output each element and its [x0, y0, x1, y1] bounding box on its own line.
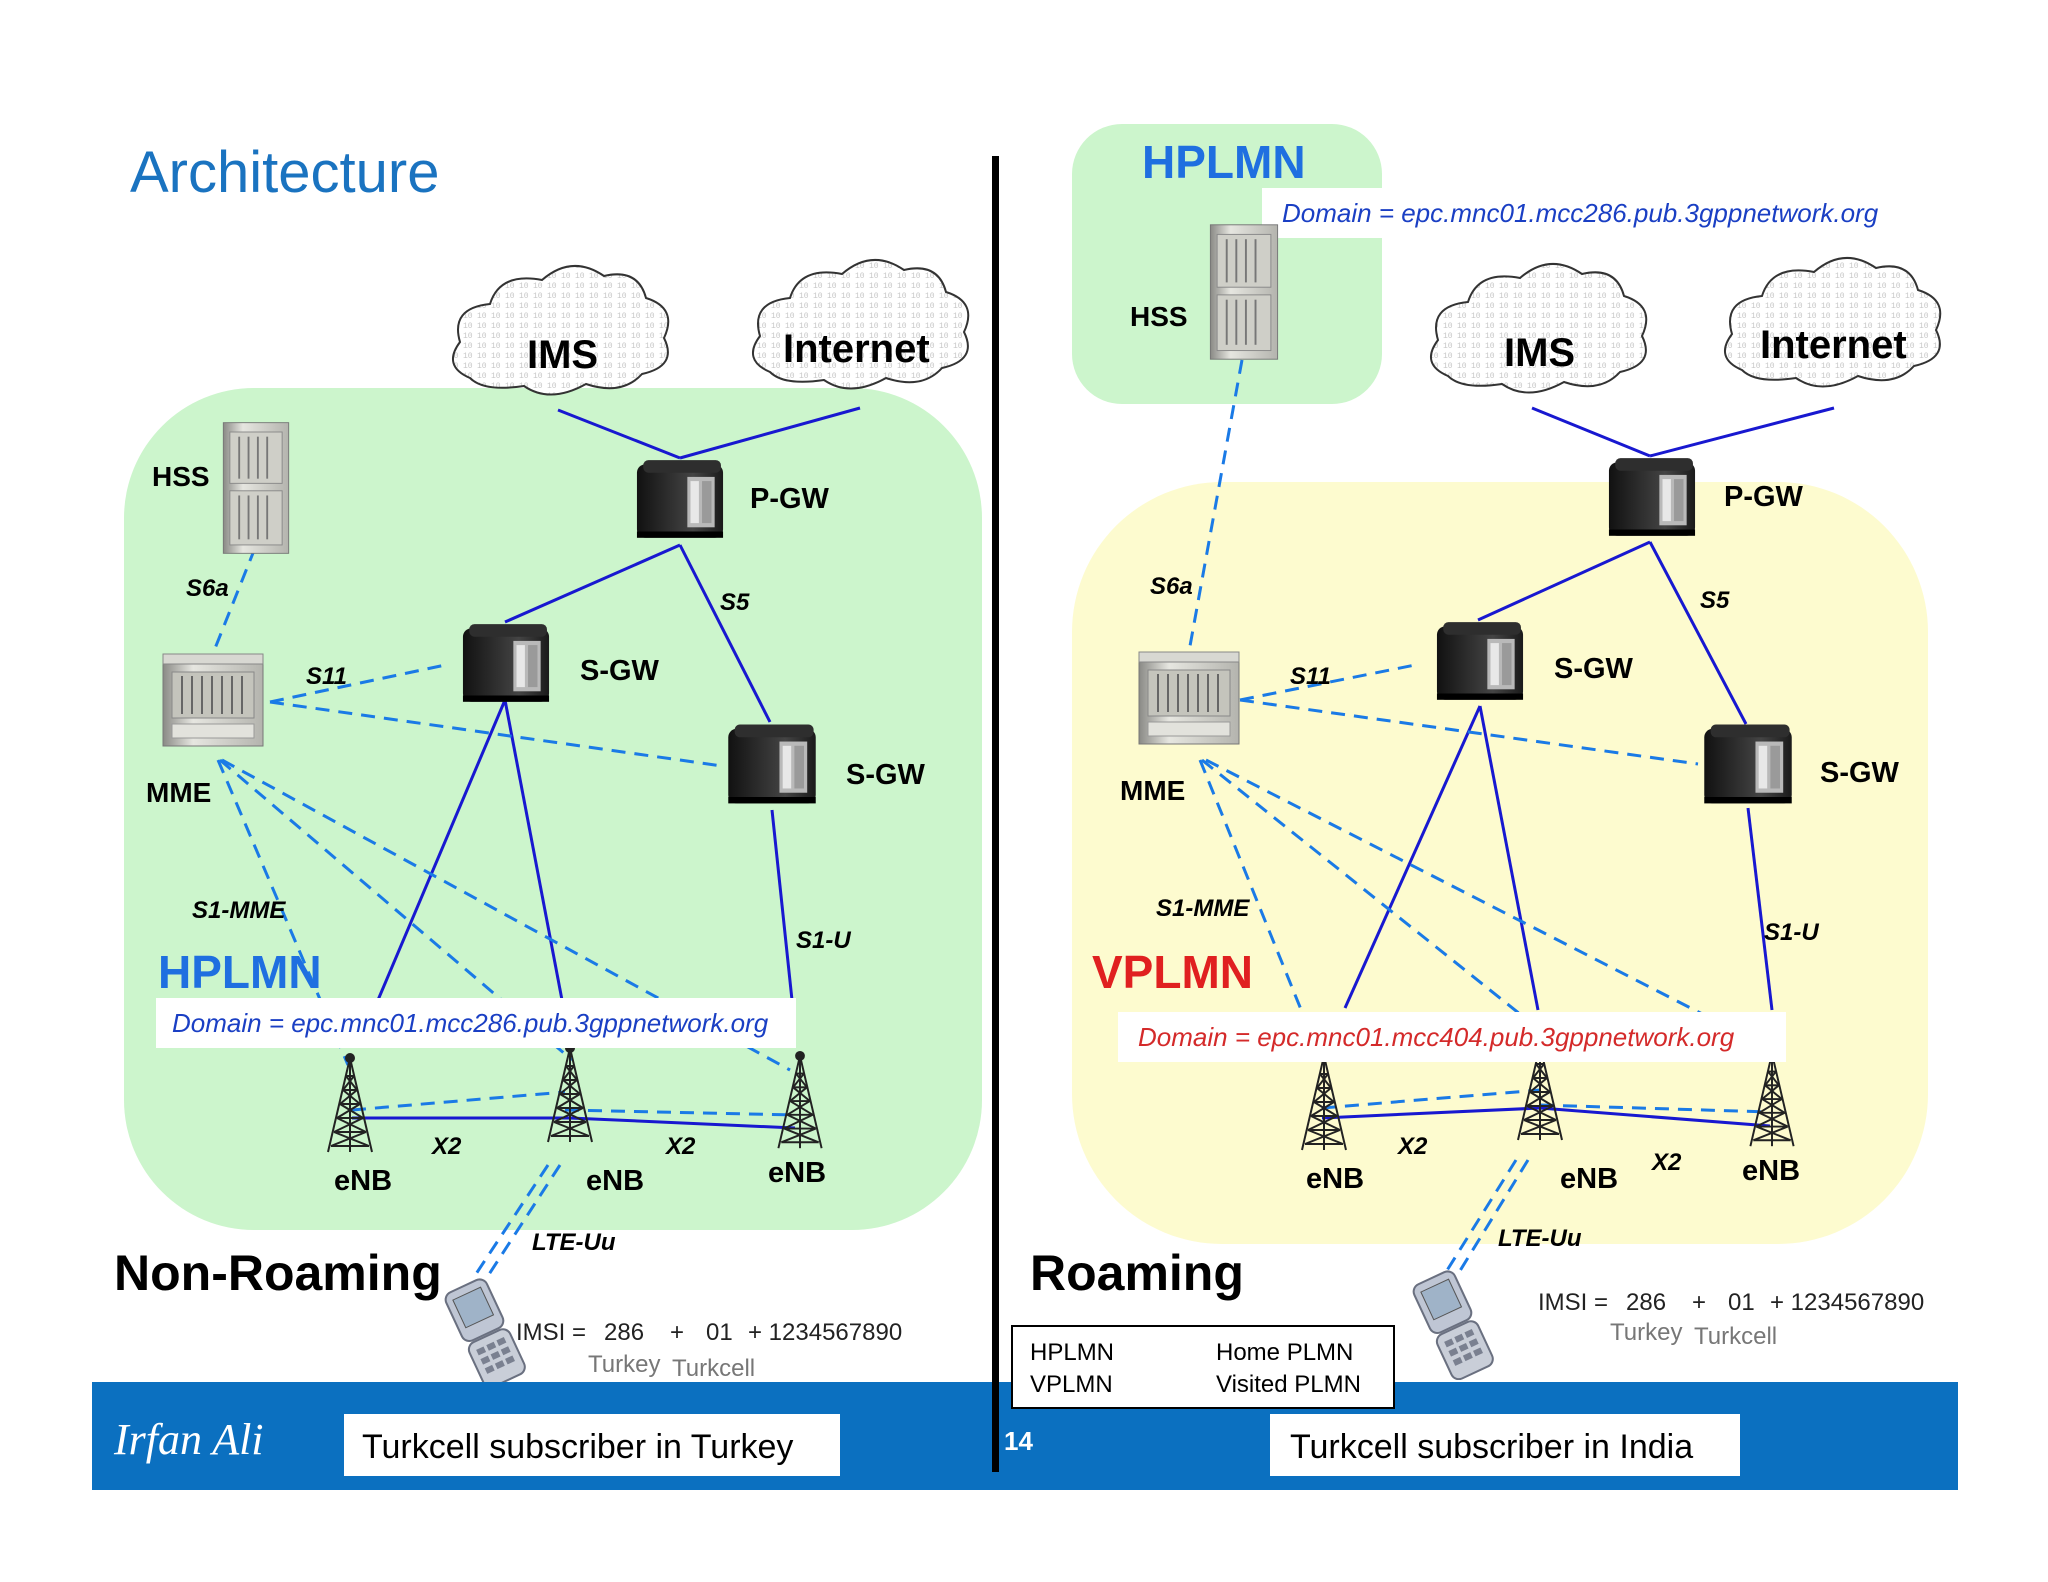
- right-imsi-msin: + 1234567890: [1770, 1289, 1924, 1316]
- left-imsi-mcc: 286: [604, 1319, 644, 1346]
- right-s1mme-label: S1-MME: [1156, 895, 1250, 922]
- left-caption-text: Turkcell subscriber in Turkey: [362, 1428, 793, 1466]
- left-imsi-mnc: 01: [706, 1319, 733, 1346]
- left-scenario-label: Non-Roaming: [114, 1245, 442, 1301]
- left-ims-label: IMS: [527, 333, 598, 377]
- left-phone-icon: [441, 1276, 529, 1388]
- left-x2a-label: X2: [430, 1133, 462, 1160]
- left-x2b-label: X2: [664, 1133, 696, 1160]
- right-pgw-label: P-GW: [1724, 481, 1804, 513]
- left-sgw1-label: S-GW: [580, 655, 660, 687]
- right-imsi-operator: Turkcell: [1694, 1323, 1777, 1350]
- left-s1u-label: S1-U: [796, 927, 851, 954]
- right-ims-cloud: IMS: [1429, 262, 1648, 394]
- right-s11-label: S11: [1290, 663, 1331, 690]
- right-hss-icon: [1209, 223, 1279, 361]
- right-ims-label: IMS: [1504, 331, 1575, 375]
- slide-title: Architecture: [130, 140, 439, 205]
- left-internet-cloud: Internet: [751, 258, 970, 390]
- right-pgw-icon: [1608, 458, 1696, 536]
- right-imsi-mcc: 286: [1626, 1289, 1666, 1316]
- left-imsi-country: Turkey: [588, 1351, 660, 1378]
- left-s11-label: S11: [306, 663, 347, 690]
- left-domain-text: Domain = epc.mnc01.mcc286.pub.3gppnetwor…: [172, 1008, 769, 1038]
- legend-hplmn-abbr: HPLMN: [1030, 1339, 1114, 1366]
- right-s5-label: S5: [1700, 587, 1730, 614]
- right-domain-box: [1118, 1012, 1786, 1062]
- left-hss-label: HSS: [152, 461, 210, 492]
- right-caption-box: [1270, 1414, 1740, 1476]
- left-domain-box: [156, 998, 796, 1048]
- right-mme-icon: [1137, 650, 1241, 746]
- right-mme-label: MME: [1120, 775, 1185, 806]
- right-lteuu-label: LTE-Uu: [1498, 1225, 1582, 1252]
- right-s1u-label: S1-U: [1764, 919, 1819, 946]
- left-caption-box: [344, 1414, 840, 1476]
- left-mme-icon: [161, 652, 265, 748]
- right-domain-text: Domain = epc.mnc01.mcc404.pub.3gppnetwor…: [1138, 1022, 1735, 1052]
- left-sgw1-icon: [462, 624, 550, 702]
- right-hss-label: HSS: [1130, 301, 1188, 332]
- legend-vplmn-abbr: VPLMN: [1030, 1371, 1113, 1398]
- left-sgw2-icon: [728, 724, 816, 804]
- left-s5-label: S5: [720, 589, 750, 616]
- left-imsi-label: IMSI =: [516, 1319, 586, 1346]
- right-imsi-mnc: 01: [1728, 1289, 1755, 1316]
- right-home-domain-text: Domain = epc.mnc01.mcc286.pub.3gppnetwor…: [1282, 198, 1879, 228]
- page-number: 14: [1004, 1426, 1033, 1456]
- left-imsi-msin: + 1234567890: [748, 1319, 902, 1346]
- legend-box: [1011, 1325, 1395, 1409]
- right-imsi-plus: +: [1692, 1289, 1706, 1316]
- right-imsi-country: Turkey: [1610, 1319, 1682, 1346]
- right-sgw1-label: S-GW: [1554, 653, 1634, 685]
- right-internet-cloud: Internet: [1723, 256, 1942, 388]
- right-enb3-label: eNB: [1742, 1155, 1800, 1187]
- left-pgw-icon: [636, 460, 724, 538]
- left-hss-icon: [222, 421, 290, 555]
- left-s1mme-label: S1-MME: [192, 897, 286, 924]
- left-mme-label: MME: [146, 777, 211, 808]
- left-internet-label: Internet: [783, 327, 930, 371]
- right-enb1-label: eNB: [1306, 1163, 1364, 1195]
- right-internet-label: Internet: [1760, 323, 1907, 367]
- right-enb2-label: eNB: [1560, 1163, 1618, 1195]
- right-imsi-label: IMSI =: [1538, 1289, 1608, 1316]
- right-vplmn-label: VPLMN: [1092, 946, 1253, 998]
- legend-vplmn-full: Visited PLMN: [1216, 1371, 1361, 1398]
- left-lteuu-label: LTE-Uu: [532, 1229, 616, 1256]
- left-imsi-plus: +: [670, 1319, 684, 1346]
- left-imsi: IMSI = 286 + 01 + 1234567890 Turkey Turk…: [516, 1319, 902, 1382]
- right-s6a-label: S6a: [1150, 573, 1193, 600]
- footer-divider: [992, 1382, 999, 1472]
- left-sgw2-label: S-GW: [846, 759, 926, 791]
- right-scenario-label: Roaming: [1030, 1245, 1244, 1301]
- left-enb1-label: eNB: [334, 1165, 392, 1197]
- left-solid-links: [352, 406, 861, 1130]
- legend-hplmn-full: Home PLMN: [1216, 1339, 1353, 1366]
- right-imsi: IMSI = 286 + 01 + 1234567890 Turkey Turk…: [1538, 1289, 1924, 1350]
- left-pgw-label: P-GW: [750, 483, 830, 515]
- author-name: Irfan Ali: [113, 1415, 264, 1464]
- right-phone-icon: [1409, 1268, 1497, 1380]
- right-solid-links: [1321, 406, 1835, 1128]
- left-imsi-operator: Turkcell: [672, 1355, 755, 1382]
- left-hplmn-label: HPLMN: [158, 946, 322, 998]
- left-enb3-label: eNB: [768, 1157, 826, 1189]
- right-sgw1-icon: [1436, 622, 1524, 700]
- right-x2a-label: X2: [1396, 1133, 1428, 1160]
- left-enb2-label: eNB: [586, 1165, 644, 1197]
- right-sgw2-label: S-GW: [1820, 757, 1900, 789]
- right-x2b-label: X2: [1650, 1149, 1682, 1176]
- right-sgw2-icon: [1704, 724, 1792, 804]
- right-dashed-links: [1188, 359, 1771, 1275]
- left-ims-cloud: IMS: [451, 264, 670, 396]
- right-caption-text: Turkcell subscriber in India: [1290, 1428, 1693, 1466]
- right-home-hplmn-label: HPLMN: [1142, 136, 1306, 188]
- left-s6a-label: S6a: [186, 575, 229, 602]
- right-home-domain-box: [1262, 188, 1952, 238]
- center-divider: [992, 156, 999, 1472]
